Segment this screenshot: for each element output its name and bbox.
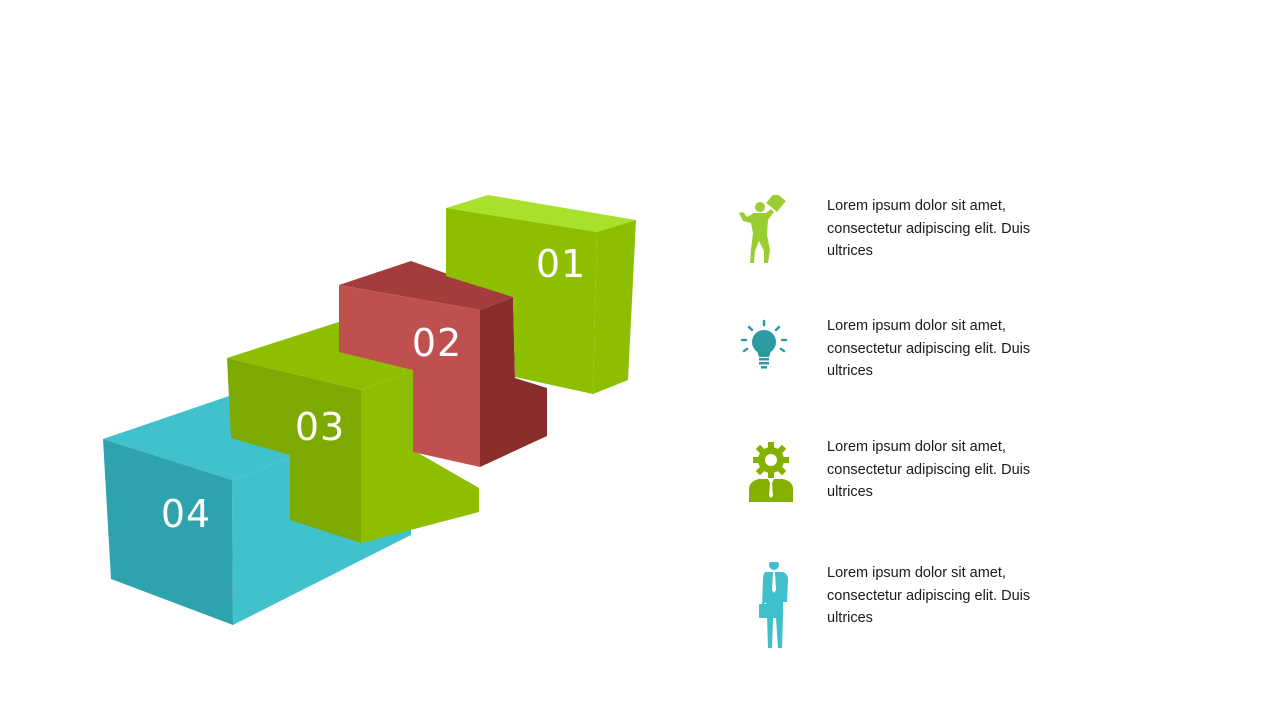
celebrating-person-icon [739, 195, 786, 263]
businessman-icon [759, 562, 788, 648]
block-02-top [339, 261, 513, 310]
block-01-top [446, 195, 636, 232]
step-number-02: 02 [412, 321, 462, 365]
block-02-front [339, 285, 480, 467]
item-3-text: Lorem ipsum dolor sit amet, consectetur … [827, 439, 1031, 500]
list-item-2: Lorem ipsum dolor sit amet, consectetur … [727, 315, 1087, 415]
item-1-text: Lorem ipsum dolor sit amet, consectetur … [827, 198, 1031, 259]
list-item-3: Lorem ipsum dolor sit amet, consectetur … [727, 436, 1087, 536]
step-number-01: 01 [536, 242, 586, 286]
step-block-01: 01 [446, 195, 636, 394]
block-03-front [227, 358, 361, 543]
list-item-1: Lorem ipsum dolor sit amet, consectetur … [727, 195, 1087, 295]
block-03-side [361, 370, 479, 543]
list-item-4: Lorem ipsum dolor sit amet, consectetur … [727, 562, 1087, 662]
lightbulb-icon [740, 319, 788, 369]
step-number-03: 03 [295, 405, 345, 449]
gear-head-person-icon [749, 442, 793, 502]
item-2-text: Lorem ipsum dolor sit amet, consectetur … [827, 318, 1031, 379]
step-blocks-diagram: 04 03 02 01 [103, 195, 636, 625]
block-02-side [480, 297, 547, 467]
block-01-side [593, 220, 636, 394]
item-4-text: Lorem ipsum dolor sit amet, consectetur … [827, 565, 1031, 626]
step-block-03: 03 [227, 320, 479, 543]
block-04-side [103, 439, 233, 625]
step-block-02: 02 [339, 261, 547, 467]
step-number-04: 04 [161, 492, 211, 536]
block-01-front [446, 208, 597, 394]
